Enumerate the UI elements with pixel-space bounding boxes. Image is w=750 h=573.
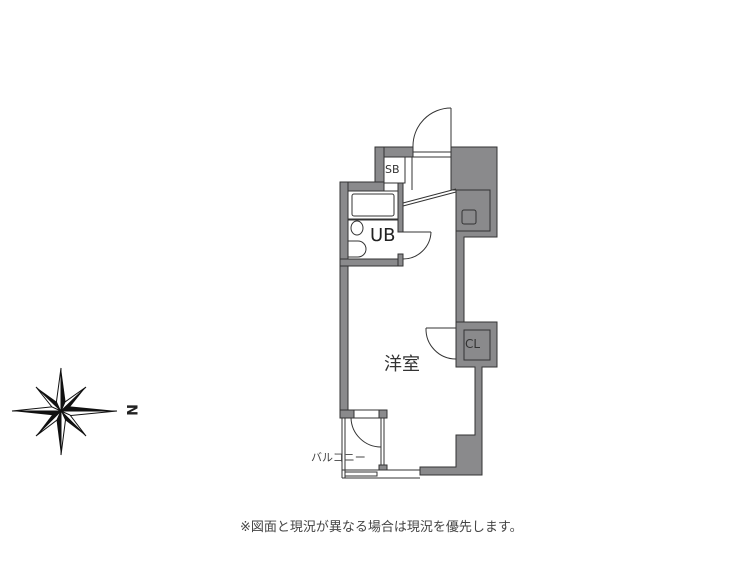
room-label-sb: SB — [385, 163, 400, 176]
fixtures — [341, 107, 491, 479]
room-label-balcony: バルコニー — [311, 451, 366, 464]
walls — [339, 146, 498, 476]
north-indicator: N — [122, 404, 139, 416]
compass-rose-icon — [11, 367, 118, 456]
room-label-western-room: 洋室 — [384, 354, 420, 375]
disclaimer-note: ※図面と現況が異なる場合は現況を優先します。 — [240, 520, 523, 535]
room-label-cl: CL — [465, 337, 481, 351]
room-label-ub: UB — [370, 225, 396, 246]
